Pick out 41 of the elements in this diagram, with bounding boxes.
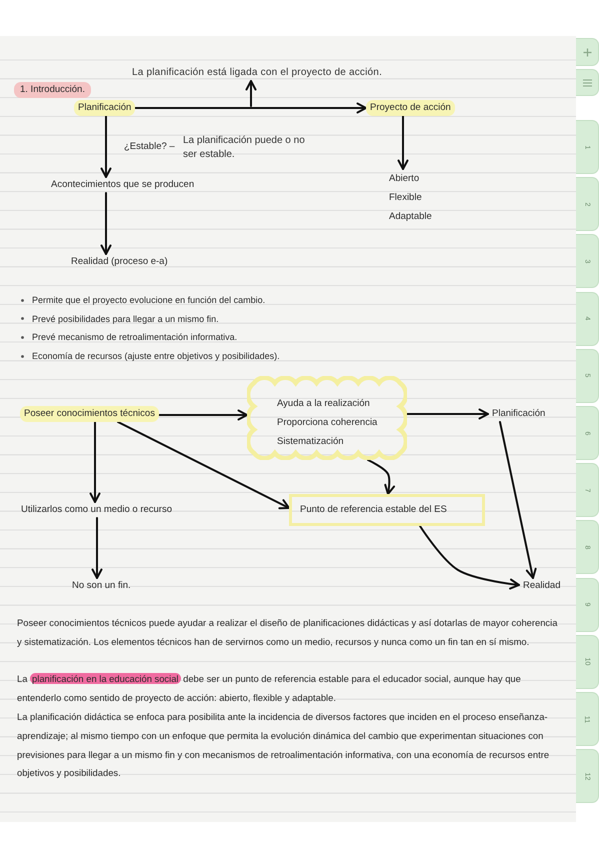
list-item-text: Abierto	[389, 172, 420, 186]
arrow	[406, 408, 489, 420]
reference-box: Punto de referencia estable del ES	[289, 494, 485, 526]
arrow	[134, 102, 367, 114]
section-heading: 1. Introducción.	[14, 82, 91, 98]
arrow	[499, 421, 537, 579]
paragraph-text: La planificación en la educación social debe ser un punto de referencia estable para el educador social, aunque hay que entenderlo como sentido de proyecto de acción: abierto, flexible y adaptable.	[17, 672, 522, 706]
note-text: La planificación está ligada con el proyecto de acción.	[128, 65, 386, 81]
arrow	[419, 525, 520, 590]
concept-text: Planificación	[488, 406, 550, 422]
list-item-text: Flexible	[389, 190, 423, 205]
bullet-text: Economía de recursos (ajuste entre objetivos y posibilidades).	[32, 350, 280, 364]
highlighted-term: Planificación	[74, 100, 136, 116]
bullet-text: Prevé mecanismo de retroalimentación informativa.	[32, 331, 238, 344]
arrow	[90, 421, 100, 503]
paragraph-text: Poseer conocimientos técnicos puede ayudar a realizar el diseño de planificaciones didácticas y así dotarlas de mayor coherencia y sistematización. Los elementos técnicos han de servirnos como un medio, recursos y nunca como un fin tan en sí mismo.	[17, 616, 558, 649]
arrow	[100, 115, 112, 178]
arrow	[246, 80, 256, 107]
paragraph-text: La planificación didáctica se enfoca para posibilita ante la incidencia de diversos factores que inciden en el proceso enseñanza-aprendizaje; al mismo tiempo con un enfoque que permita la evolución dinámica del cambio que experimentan situaciones con previsiones para llegar a un mismo fin y con mecanismos de retroalimentación informativa, con una economía de recursos entre objetivos y posibilidades.	[17, 710, 550, 780]
cloud-text: Ayuda a la realización	[277, 397, 371, 411]
note-text: La planificación puede o no ser estable.	[183, 134, 306, 162]
arrow	[117, 421, 290, 510]
concept-text: Realidad (proceso e-a)	[67, 254, 172, 270]
bullet-text: Permite que el proyecto evolucione en función del cambio.	[32, 294, 266, 307]
bullet-text: Prevé posibilidades para llegar a un mismo fin.	[32, 312, 219, 326]
list-item-text: Adaptable	[389, 210, 432, 224]
arrow	[100, 192, 112, 255]
cloud-text: Proporciona coherencia	[277, 416, 378, 430]
highlighted-term: Proyecto de acción	[366, 100, 455, 116]
arrow	[92, 517, 102, 579]
concept-text: Utilizarlos como un medio o recurso	[17, 502, 176, 518]
question-text: ¿Estable? –	[124, 140, 175, 154]
arrow	[367, 459, 395, 495]
concept-text: No son un fin.	[68, 578, 135, 594]
highlighted-term: Poseer conocimientos técnicos	[20, 406, 159, 422]
concept-text: Acontecimientos que se producen	[47, 177, 198, 193]
arrow	[398, 115, 408, 170]
arrow	[158, 410, 248, 420]
cloud-bubble	[247, 376, 407, 460]
cloud-text: Sistematización	[277, 434, 345, 449]
concept-text: Realidad	[519, 578, 564, 594]
